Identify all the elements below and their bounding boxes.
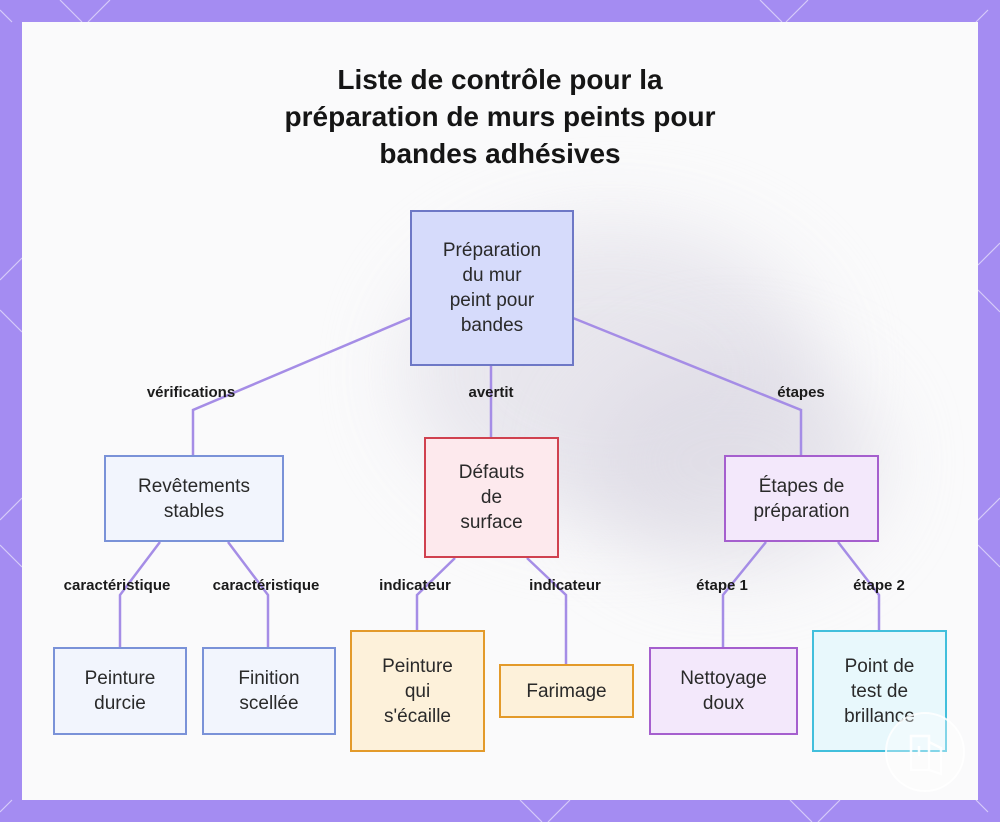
node-defauts-de-surface[interactable]: Défauts de surface (424, 437, 559, 558)
edge-label-avertit: avertit (468, 384, 514, 401)
node-text-line: Défauts (458, 462, 525, 483)
node-root[interactable]: Préparation du mur peint pour bandes (410, 210, 574, 366)
node-text-line: Étapes de (758, 475, 845, 497)
node-text-line: de (480, 487, 503, 508)
title-line: préparation de murs peints pour (284, 101, 716, 132)
node-text-line: Revêtements (138, 475, 250, 497)
node-text-line: Finition (238, 668, 300, 689)
node-text-line: brillance (844, 705, 915, 727)
node-text-line: Peinture (382, 655, 453, 677)
node-point-de-test-de-brillance[interactable]: Point de test de brillance (812, 630, 947, 752)
edge-label-indicateur: indicateur (529, 577, 601, 594)
node-text-line: stables (163, 500, 225, 522)
node-text-line: peint pour (449, 290, 535, 311)
node-etapes-de-preparation[interactable]: Étapes de préparation (724, 455, 879, 542)
node-text-line: durcie (94, 693, 146, 714)
edge-revetements-finition (227, 541, 270, 647)
edge-label-indicateur: indicateur (379, 577, 451, 594)
node-text-line: Peinture (84, 668, 156, 689)
node-text-line: s'écaille (384, 705, 451, 727)
node-peinture-qui-secaille[interactable]: Peinture qui s'écaille (350, 630, 485, 752)
edge-etapes-brillance (837, 541, 881, 630)
node-peinture-durcie[interactable]: Peinture durcie (53, 647, 187, 735)
edge-defauts-farimage (526, 557, 568, 664)
node-text-line: Farimage (526, 680, 607, 702)
edge-label-caracteristique: caractéristique (212, 577, 320, 594)
edge-revetements-durcie (118, 541, 161, 647)
node-text-line: Préparation (442, 240, 542, 261)
node-farimage[interactable]: Farimage (499, 664, 634, 718)
node-nettoyage-doux[interactable]: Nettoyage doux (649, 647, 798, 735)
node-revetements-stables[interactable]: Revêtements stables (104, 455, 284, 542)
node-text-line: du mur (462, 265, 522, 286)
node-text-line: préparation (753, 500, 850, 522)
edge-label-verifications: vérifications (146, 384, 236, 401)
node-text-line: Nettoyage (680, 668, 767, 689)
edge-root-etapes (572, 316, 803, 455)
edge-defauts-ecaille (415, 557, 456, 630)
title-line: Liste de contrôle pour la (337, 64, 663, 95)
diagram-title: Liste de contrôle pour la préparation de… (200, 61, 800, 172)
edge-root-revetements (191, 316, 411, 455)
edge-label-caracteristique: caractéristique (63, 577, 171, 594)
node-text-line: doux (702, 693, 745, 714)
napkin-logo-icon (885, 712, 965, 792)
node-text-line: scellée (239, 693, 299, 714)
edge-label-etape-2: étape 2 (853, 577, 905, 594)
edge-etapes-nettoyage (721, 541, 767, 647)
edge-label-etape-1: étape 1 (696, 577, 748, 594)
node-text-line: Point de (844, 655, 915, 677)
node-text-line: test de (850, 680, 909, 702)
node-text-line: qui (404, 680, 431, 702)
node-text-line: bandes (460, 315, 524, 336)
node-finition-scellee[interactable]: Finition scellée (202, 647, 336, 735)
node-text-line: surface (460, 512, 523, 533)
title-line: bandes adhésives (379, 138, 621, 169)
edge-label-etapes: étapes (777, 384, 825, 401)
